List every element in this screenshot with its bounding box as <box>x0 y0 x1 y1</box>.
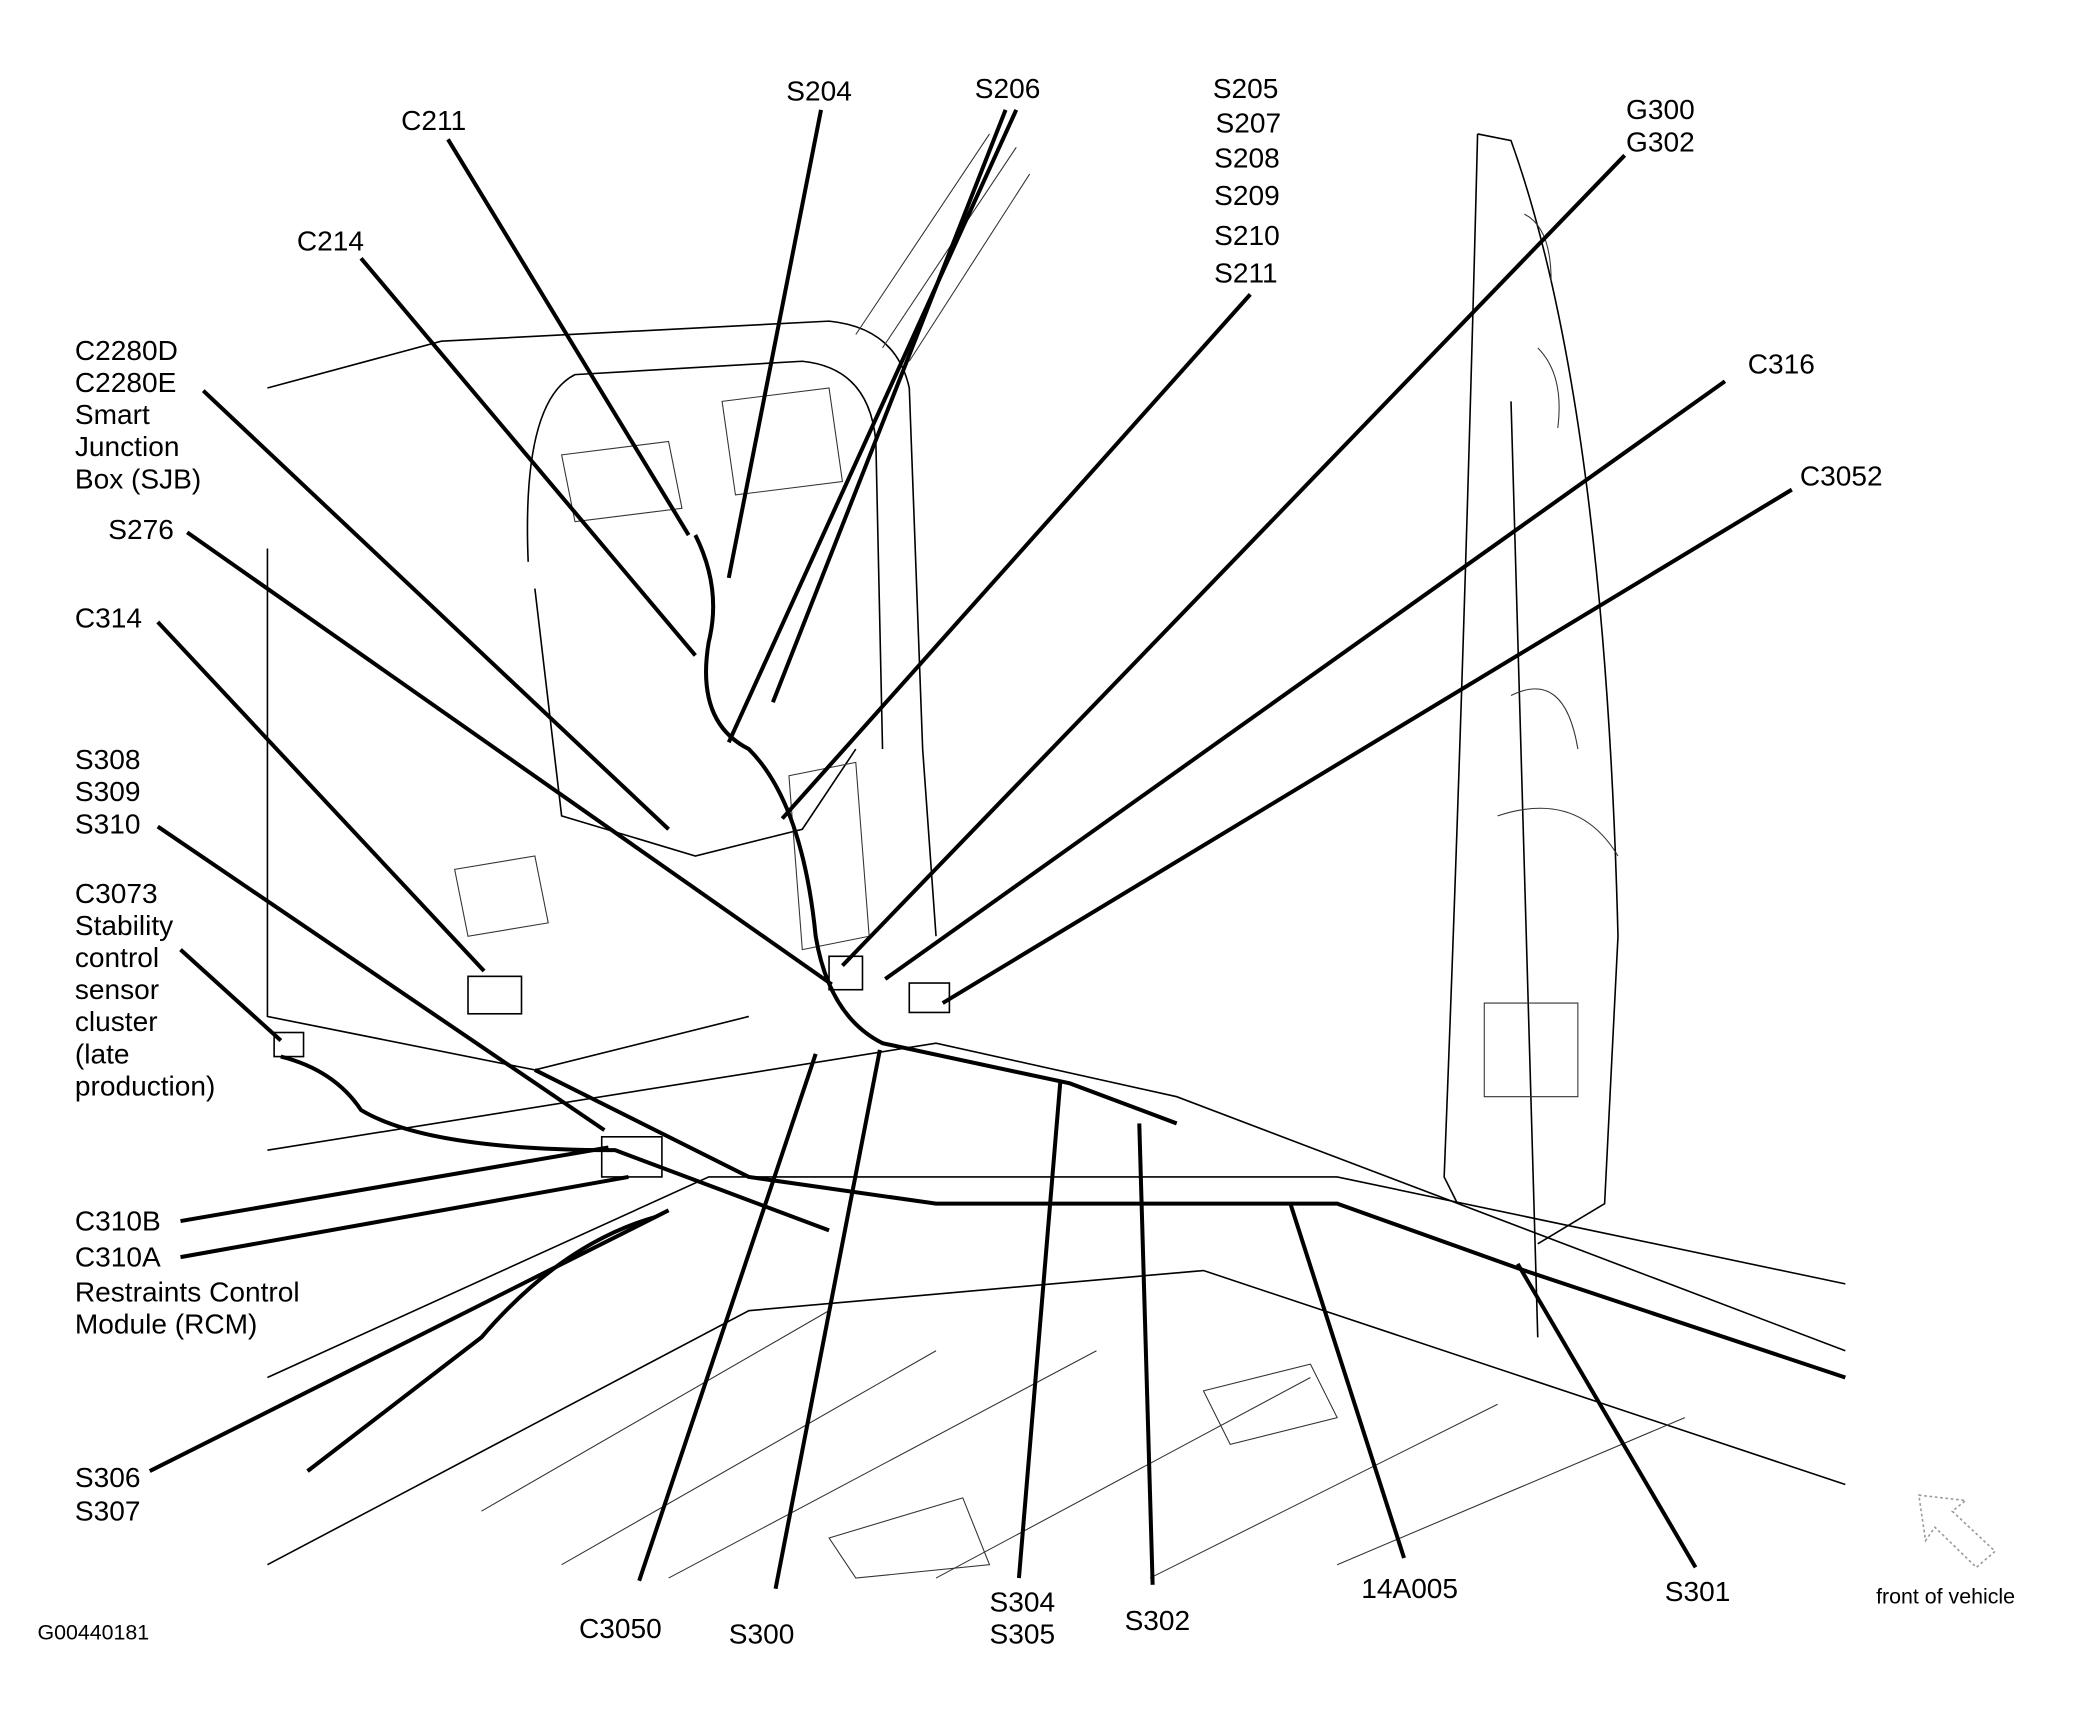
label-c3073-7: production) <box>75 1070 215 1101</box>
leader-sjb <box>201 389 670 831</box>
label-c214: C214 <box>297 225 364 256</box>
label-c3052: C3052 <box>1800 461 1883 492</box>
label-c316: C316 <box>1748 348 1815 379</box>
label-s211: S211 <box>1214 257 1278 288</box>
label-s309: S309 <box>75 776 141 807</box>
label-s206: S206 <box>975 73 1041 104</box>
label-c310a: C310A <box>75 1242 161 1273</box>
label-g302: G302 <box>1626 126 1695 157</box>
label-s305: S305 <box>990 1619 1056 1650</box>
label-s208: S208 <box>1214 142 1280 173</box>
label-s205: S205 <box>1213 73 1279 104</box>
label-c2280e: C2280E <box>75 367 176 398</box>
label-c3073-3: control <box>75 942 159 973</box>
callout-labels: S204 C211 S206 S205 S207 S208 S209 S210 … <box>75 73 1883 1650</box>
leader-s205-group <box>780 293 1252 820</box>
leader-s301 <box>1515 1262 1698 1569</box>
arrow-up-left-icon <box>1917 1494 1997 1569</box>
label-c314: C314 <box>75 602 142 633</box>
label-sjb-3: Box (SJB) <box>75 463 201 494</box>
leader-s204 <box>726 109 823 579</box>
label-s306: S306 <box>75 1462 141 1493</box>
leader-c3052 <box>941 487 1793 1005</box>
leader-s276 <box>186 530 833 987</box>
leader-g300-group <box>840 153 1627 968</box>
label-c211: C211 <box>401 105 466 136</box>
label-c3073-4: sensor <box>75 974 159 1005</box>
label-s204: S204 <box>786 75 852 106</box>
label-rcm-1: Restraints Control <box>75 1276 300 1307</box>
label-14a005: 14A005 <box>1361 1573 1458 1604</box>
label-c3073-5: cluster <box>75 1006 158 1037</box>
label-sjb-2: Junction <box>75 431 180 462</box>
figure-id: G00440181 <box>37 1621 149 1645</box>
label-sjb-1: Smart <box>75 399 150 430</box>
leader-s300 <box>773 1049 882 1590</box>
label-c310b: C310B <box>75 1205 161 1236</box>
label-s209: S209 <box>1214 180 1280 211</box>
label-s276: S276 <box>108 514 174 545</box>
leader-s302 <box>1137 1123 1155 1585</box>
label-s301: S301 <box>1665 1576 1731 1607</box>
label-s302: S302 <box>1125 1605 1191 1636</box>
front-of-vehicle-label: front of vehicle <box>1876 1584 2015 1608</box>
label-s210: S210 <box>1214 220 1280 251</box>
leader-14a005 <box>1288 1203 1406 1559</box>
leader-c310a <box>180 1174 629 1260</box>
leader-c310b <box>180 1145 609 1224</box>
label-s300: S300 <box>729 1619 795 1650</box>
label-c3073-2: Stability <box>75 910 173 941</box>
label-s207: S207 <box>1215 108 1281 139</box>
label-g300: G300 <box>1626 94 1695 125</box>
leader-s308-group <box>156 824 606 1132</box>
leader-s206-a <box>771 109 1008 703</box>
label-s307: S307 <box>75 1496 141 1527</box>
leader-c3050 <box>637 1053 818 1582</box>
label-rcm-2: Module (RCM) <box>75 1308 258 1339</box>
leader-s304-group <box>1016 1080 1063 1579</box>
leader-c316 <box>884 379 1727 981</box>
label-c2280d: C2280D <box>75 335 178 366</box>
leader-c211 <box>446 138 691 537</box>
label-c3073-6: (late <box>75 1038 130 1069</box>
label-c3073: C3073 <box>75 878 158 909</box>
label-s310: S310 <box>75 808 141 839</box>
leader-s206-b <box>726 109 1019 744</box>
label-s308: S308 <box>75 744 141 775</box>
leader-s306-group <box>148 1208 670 1473</box>
label-s304: S304 <box>990 1587 1056 1618</box>
leader-c214 <box>359 256 697 657</box>
label-c3050: C3050 <box>579 1613 662 1644</box>
leader-lines <box>148 109 1793 1590</box>
leader-c3073 <box>179 948 283 1043</box>
leader-c314 <box>156 620 486 973</box>
